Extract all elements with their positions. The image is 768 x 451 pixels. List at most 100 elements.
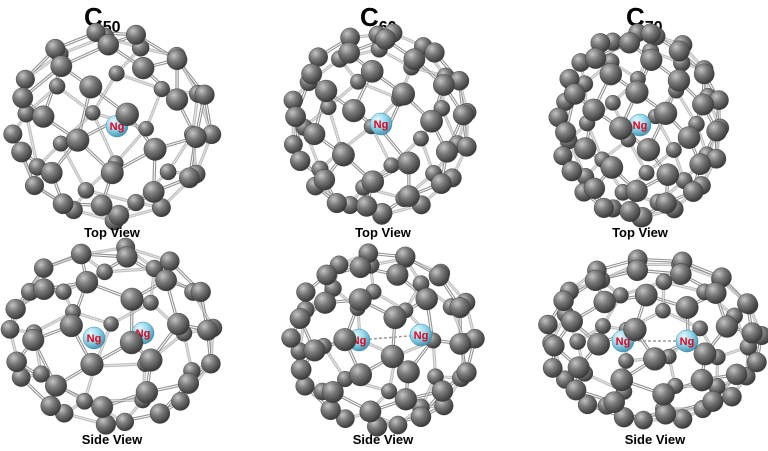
carbon-atom <box>316 264 338 286</box>
carbon-atom <box>388 415 408 435</box>
carbon-atom <box>381 383 398 400</box>
carbon-atom <box>97 33 120 56</box>
carbon-atom <box>149 403 171 424</box>
carbon-atom <box>55 283 72 300</box>
carbon-atom <box>290 359 312 380</box>
carbon-atom <box>201 353 221 374</box>
carbon-atom <box>160 251 180 272</box>
carbon-atom <box>320 399 341 421</box>
carbon-atom <box>553 290 574 312</box>
carbon-atom <box>96 263 113 281</box>
carbon-atom <box>333 328 357 352</box>
carbon-atom <box>290 150 311 172</box>
carbon-atom <box>456 362 477 383</box>
carbon-atom <box>40 395 61 417</box>
carbon-atom <box>619 200 641 222</box>
carbon-atom <box>431 380 454 402</box>
carbon-atom <box>593 197 614 218</box>
carbon-atom <box>538 314 558 335</box>
carbon-atom <box>349 363 372 387</box>
carbon-atom <box>706 120 728 142</box>
ng-atom <box>369 112 393 136</box>
carbon-atom <box>24 176 45 196</box>
carbon-atom <box>692 320 709 337</box>
carbon-atom <box>159 163 177 181</box>
carbon-atom <box>326 192 347 214</box>
carbon-atom <box>32 365 50 383</box>
carbon-atom <box>15 69 35 89</box>
carbon-atom <box>135 381 158 404</box>
carbon-atom <box>449 333 472 355</box>
ng-atom-label: Ng <box>616 336 631 348</box>
carbon-atom <box>296 282 316 302</box>
c50-top-view-label: Top View <box>84 225 141 240</box>
carbon-atom <box>349 256 372 279</box>
carbon-atom <box>746 352 767 373</box>
carbon-atom <box>166 49 188 71</box>
carbon-atom <box>321 381 344 403</box>
carbon-atom <box>91 396 114 418</box>
carbon-atom <box>361 170 385 193</box>
carbon-atom <box>654 101 678 125</box>
carbon-atom <box>139 348 163 372</box>
carbon-atom <box>116 246 138 268</box>
carbon-atom <box>600 156 624 179</box>
carbon-atom <box>603 391 625 413</box>
carbon-atom <box>613 407 635 428</box>
carbon-atom <box>618 32 641 54</box>
carbon-atom <box>167 312 190 336</box>
carbon-atom <box>610 368 634 392</box>
carbon-atom <box>420 109 443 133</box>
carbon-atom <box>75 270 99 294</box>
carbon-atom <box>281 328 301 348</box>
carbon-atom <box>386 263 409 286</box>
carbon-atom <box>626 259 649 281</box>
carbon-atom <box>11 141 32 163</box>
carbon-atom <box>338 42 360 64</box>
ng-atom <box>675 329 699 353</box>
carbon-atom <box>561 160 583 182</box>
carbon-atom <box>433 74 455 96</box>
carbon-atom <box>675 296 699 319</box>
carbon-atom <box>655 273 673 291</box>
carbon-atom <box>599 62 623 86</box>
carbon-atom <box>194 84 215 105</box>
carbon-atom <box>33 258 54 278</box>
carbon-atom <box>90 194 113 217</box>
carbon-atom <box>332 143 355 167</box>
carbon-atom <box>33 278 55 300</box>
carbon-atom <box>456 136 477 157</box>
carbon-atom <box>640 48 663 71</box>
carbon-atom <box>567 356 590 379</box>
c60-side-view-label: Side View <box>353 432 414 447</box>
carbon-atom <box>179 167 200 189</box>
ng-atom <box>409 323 433 347</box>
carbon-atom <box>84 105 101 121</box>
carbon-atom <box>108 65 125 82</box>
carbon-atom <box>605 94 621 111</box>
carbon-atom <box>115 102 139 126</box>
carbon-atom <box>126 24 146 45</box>
carbon-atom <box>335 409 355 429</box>
carbon-atom <box>670 263 692 285</box>
carbon-atom <box>410 406 432 428</box>
cc-bond-inner <box>25 113 38 168</box>
ng-atom-label: Ng <box>414 330 429 342</box>
carbon-atom <box>593 290 616 314</box>
carbon-atom <box>683 181 704 202</box>
carbon-atom <box>652 383 675 406</box>
carbon-atom <box>70 243 92 265</box>
carbon-atom <box>50 55 73 78</box>
carbon-atom <box>574 137 597 160</box>
carbon-atom <box>138 120 154 137</box>
c60-top-view-molecule: Ng <box>283 23 477 225</box>
carbon-atom <box>640 23 661 44</box>
carbon-atom <box>542 358 563 378</box>
carbon-atom <box>428 265 450 287</box>
carbon-atom <box>143 137 167 161</box>
carbon-atom <box>689 153 711 176</box>
cc-bond-inner <box>92 112 117 164</box>
c70-side-view-label: Side View <box>625 432 686 447</box>
carbon-atom <box>66 128 90 152</box>
